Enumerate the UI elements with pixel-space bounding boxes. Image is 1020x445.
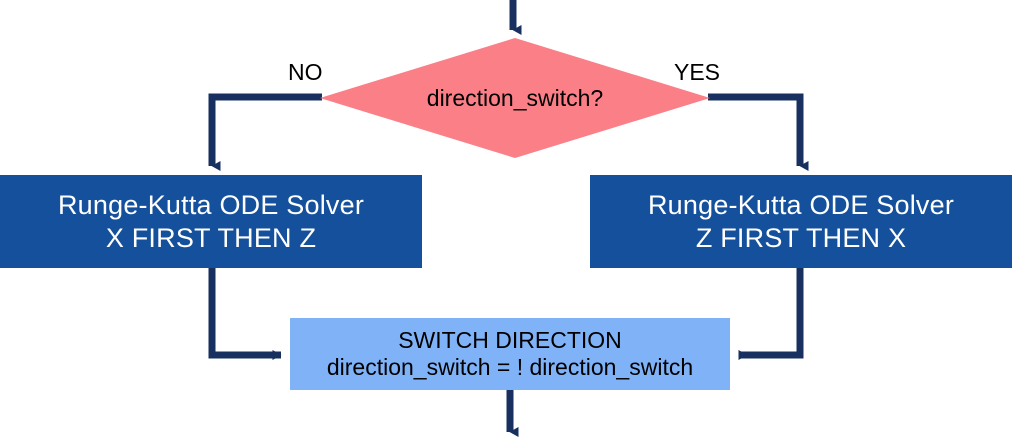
switch-direction-line1: SWITCH DIRECTION [398, 326, 622, 353]
yes-branch-connector [708, 93, 809, 171]
switch-direction-line2: direction_switch = ! direction_switch [326, 353, 694, 380]
solver-left-line1: Runge-Kutta ODE Solver [57, 190, 365, 221]
process-node-solver-z-first[interactable]: Runge-Kutta ODE Solver Z FIRST THEN X [590, 175, 1012, 268]
solver-left-line2: X FIRST THEN Z [105, 222, 317, 253]
edge-label-yes: YES [674, 59, 721, 85]
action-node-switch-direction[interactable]: SWITCH DIRECTION direction_switch = ! di… [290, 318, 730, 390]
decision-label: direction_switch? [426, 84, 604, 111]
edge-label-no: NO [288, 59, 323, 85]
right-to-switch-connector [738, 268, 804, 360]
decision-node-direction-switch[interactable]: direction_switch? [320, 38, 710, 158]
solver-right-line2: Z FIRST THEN X [695, 222, 907, 253]
left-to-switch-connector [208, 268, 282, 360]
process-node-solver-x-first[interactable]: Runge-Kutta ODE Solver X FIRST THEN Z [0, 175, 422, 268]
solver-right-line1: Runge-Kutta ODE Solver [647, 190, 955, 221]
no-branch-connector [208, 93, 322, 171]
